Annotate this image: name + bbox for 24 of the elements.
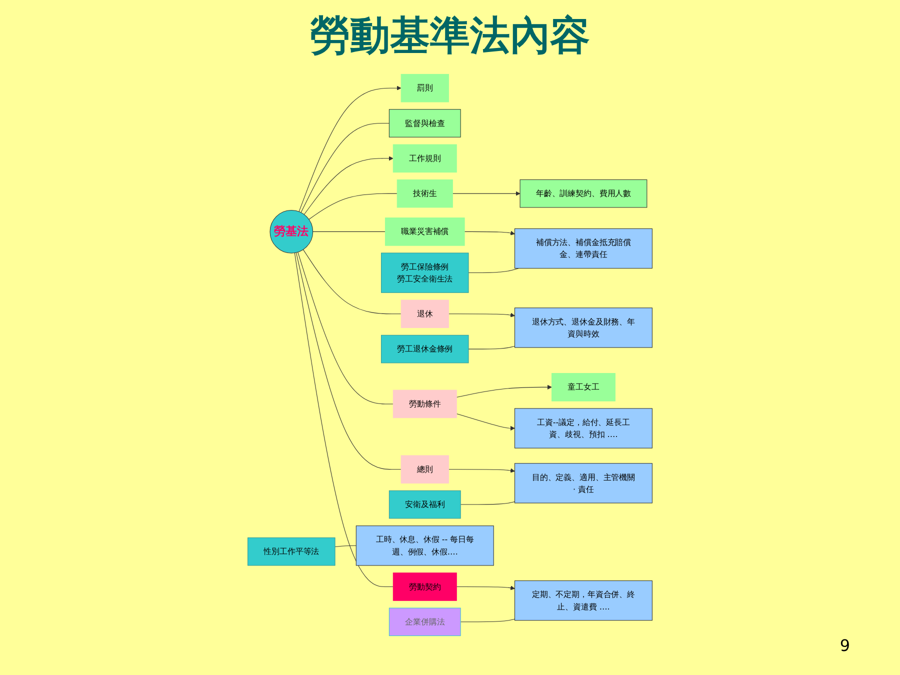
node-circle: 勞基法 <box>270 210 314 254</box>
connector <box>468 268 520 274</box>
connector <box>334 545 356 548</box>
page-number: 9 <box>840 636 850 655</box>
arrow <box>298 86 402 212</box>
arrow <box>456 586 515 590</box>
arrow <box>464 230 515 236</box>
connector <box>294 252 394 587</box>
arrow <box>304 156 394 215</box>
arrow <box>448 312 515 318</box>
arrow <box>448 468 515 473</box>
arrow <box>456 413 515 431</box>
connector <box>296 252 402 470</box>
arrow <box>452 191 520 196</box>
connector <box>460 501 516 505</box>
title: 勞動基準法內容 <box>309 11 591 61</box>
connector <box>302 249 402 314</box>
connector <box>460 618 516 622</box>
connector <box>312 231 386 232</box>
connector <box>300 123 390 213</box>
connector <box>468 346 516 350</box>
arrow <box>456 384 552 398</box>
connector <box>308 193 398 220</box>
connector <box>298 252 394 404</box>
